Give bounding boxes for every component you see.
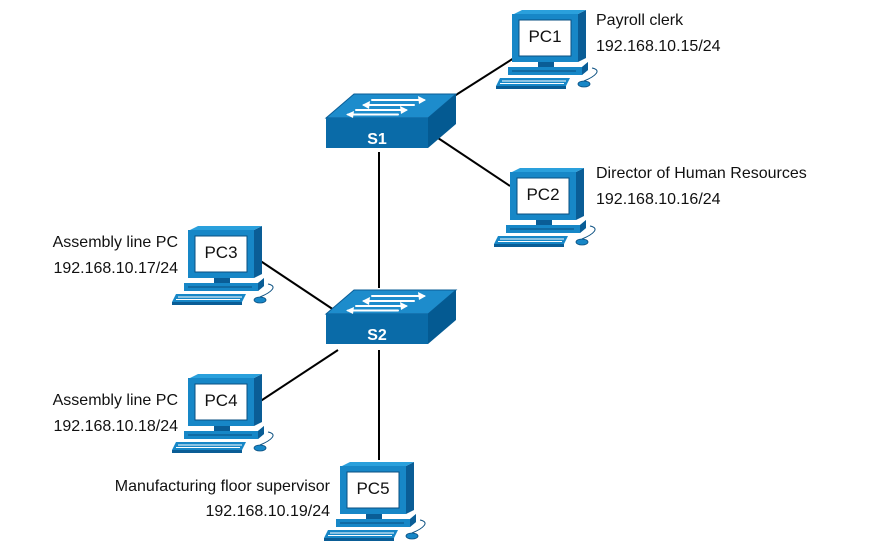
workgroup-switch-icon xyxy=(325,93,457,149)
host-pc2[interactable]: PC2 xyxy=(493,167,596,248)
switch-s2-label: S2 xyxy=(367,327,387,344)
desktop-pc-icon xyxy=(493,167,596,248)
pc4-ip: 192.168.10.18/24 xyxy=(53,418,178,435)
links xyxy=(255,57,515,460)
link-s1-pc1 xyxy=(447,57,515,101)
desktop-pc-icon xyxy=(171,225,274,306)
pc3-ip: 192.168.10.17/24 xyxy=(53,260,178,277)
pc5-label: PC5 xyxy=(356,479,389,498)
link-s1-pc2 xyxy=(437,137,511,187)
desktop-pc-icon xyxy=(171,373,274,454)
pc2-role: Director of Human Resources xyxy=(596,165,807,182)
desktop-pc-icon xyxy=(323,461,426,542)
host-pc1[interactable]: PC1 xyxy=(495,9,598,90)
pc4-label: PC4 xyxy=(204,391,237,410)
desktop-pc-icon xyxy=(495,9,598,90)
pc1-ip: 192.168.10.15/24 xyxy=(596,38,721,55)
host-pc3[interactable]: PC3 xyxy=(171,225,274,306)
switch-s1[interactable]: S1 xyxy=(325,93,457,149)
host-pc5[interactable]: PC5 xyxy=(323,461,426,542)
pc5-role: Manufacturing floor supervisor xyxy=(114,478,330,495)
switch-s1-label: S1 xyxy=(367,131,387,148)
pc2-label: PC2 xyxy=(526,185,559,204)
pc5-ip: 192.168.10.19/24 xyxy=(205,503,330,520)
workgroup-switch-icon xyxy=(325,289,457,345)
switch-s2[interactable]: S2 xyxy=(325,289,457,345)
pc4-role: Assembly line PC xyxy=(52,392,178,409)
link-s2-pc4 xyxy=(255,349,339,405)
pc1-role: Payroll clerk xyxy=(596,12,684,29)
pc3-role: Assembly line PC xyxy=(52,234,178,251)
host-pc4[interactable]: PC4 xyxy=(171,373,274,454)
pc2-ip: 192.168.10.16/24 xyxy=(596,191,721,208)
pc1-label: PC1 xyxy=(528,27,561,46)
pc3-label: PC3 xyxy=(204,243,237,262)
link-s2-pc3 xyxy=(255,257,335,311)
